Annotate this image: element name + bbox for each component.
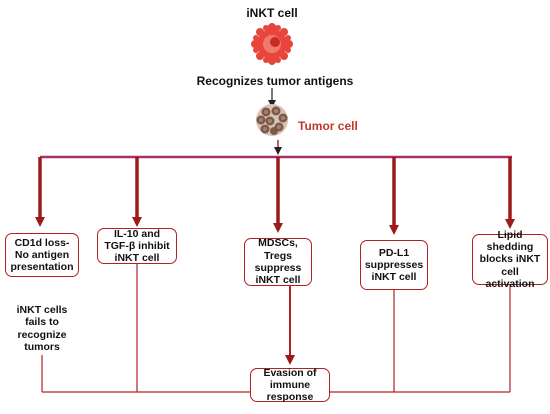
recognizes-label: Recognizes tumor antigens (195, 74, 355, 89)
inkt-cell-icon (251, 23, 293, 65)
mechanism-box-mdsc: MDSCs, Tregs suppress iNKT cell (244, 237, 312, 287)
mechanism-box-mdsc-text: MDSCs, Tregs suppress iNKT cell (254, 237, 302, 287)
mechanism-box-pdl1: PD-L1 suppresses iNKT cell (360, 240, 428, 290)
outcome-box: Evasion of immune response (250, 366, 330, 404)
mechanism-box-il10: IL-10 and TGF-β inhibit iNKT cell (97, 228, 177, 264)
branch-arrows (35, 157, 515, 235)
mechanism-box-cd1d-text: CD1d loss- No antigen presentation (10, 236, 74, 274)
tumor-cell-icon (256, 104, 288, 136)
mechanism-box-lipid: Lipid shedding blocks iNKT cell activati… (472, 229, 548, 290)
mechanism-box-cd1d: CD1d loss- No antigen presentation (5, 233, 79, 277)
mechanism-box-il10-text: IL-10 and TGF-β inhibit iNKT cell (104, 227, 170, 265)
inkt-cell-label: iNKT cell (246, 6, 298, 20)
converging-lines (41, 264, 511, 393)
mechanism-box-pdl1-text: PD-L1 suppresses iNKT cell (364, 246, 424, 284)
outcome-box-text: Evasion of immune response (263, 366, 317, 404)
tumor-cell-label: Tumor cell (298, 119, 358, 133)
note-text: iNKT cells fails to recognize tumors (16, 304, 68, 354)
mechanism-box-lipid-text: Lipid shedding blocks iNKT cell activati… (479, 228, 541, 290)
